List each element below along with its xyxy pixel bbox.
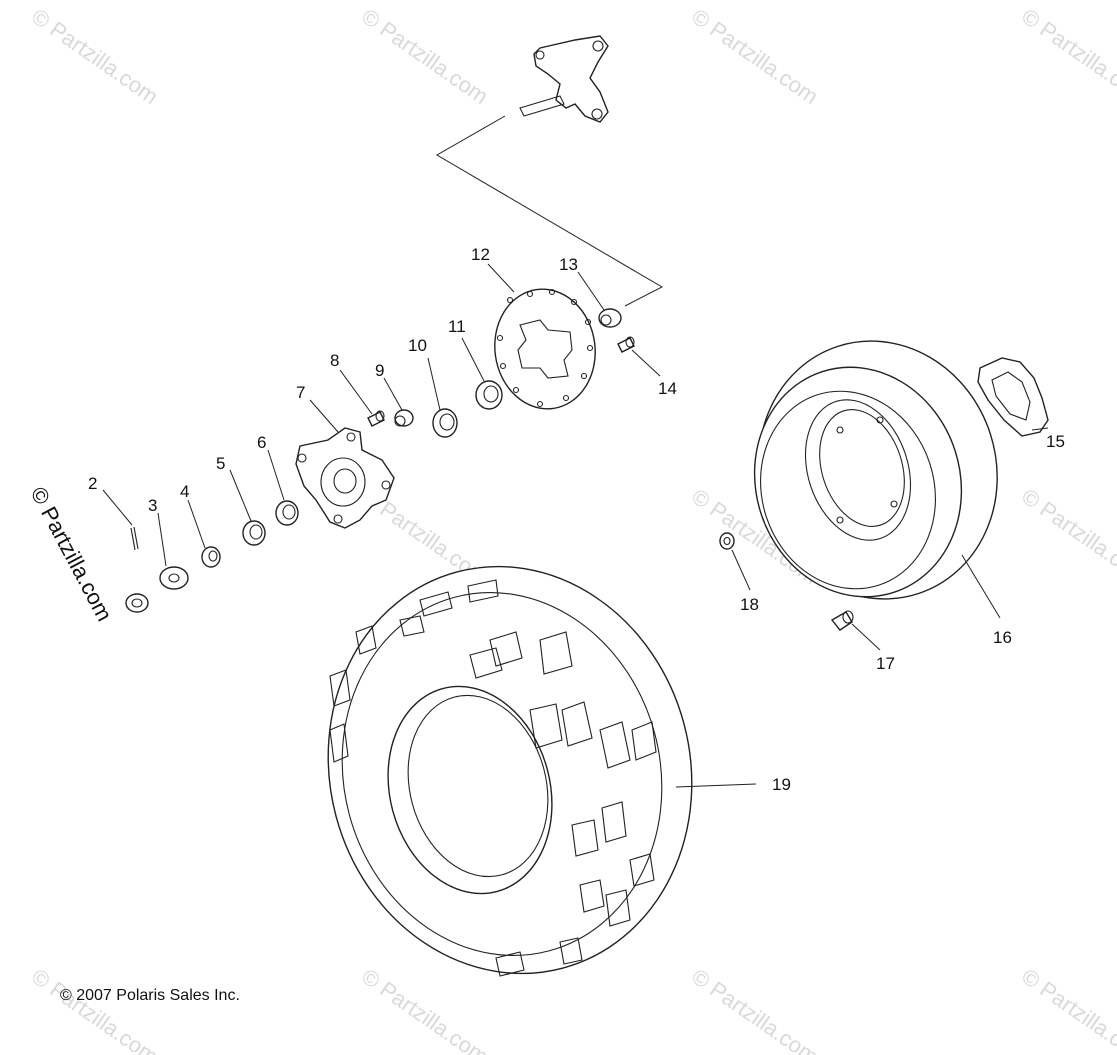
watermark-3: © Partzilla.com: [687, 4, 823, 110]
callout-18: 18: [740, 595, 759, 614]
callout-15: 15: [1046, 432, 1065, 451]
callout-17: 17: [876, 654, 895, 673]
watermark-9: © Partzilla.com: [357, 964, 493, 1055]
part-10-bearing: [432, 408, 458, 438]
callout-10: 10: [408, 336, 427, 355]
part-6-seal: [275, 500, 299, 526]
callout-8: 8: [330, 351, 339, 370]
callout-labels: 2 3 4 5 6 7 8 9 10 11 12 13 14 15 16 17 …: [88, 245, 1065, 794]
part-13-spacer: [598, 308, 622, 328]
part-9-spacer: [394, 409, 414, 427]
watermark-11: © Partzilla.com: [1017, 964, 1117, 1055]
callout-9: 9: [375, 361, 384, 380]
part-11-seal: [475, 380, 503, 410]
callout-7: 7: [296, 383, 305, 402]
copyright-text: © 2007 Polaris Sales Inc.: [60, 987, 240, 1004]
part-7-hub: [295, 427, 395, 529]
part-14-bolt: [617, 336, 635, 353]
watermark-7: © Partzilla.com: [1017, 484, 1117, 590]
callout-13: 13: [559, 255, 578, 274]
part-8-stud: [367, 410, 385, 427]
knuckle-leader: [436, 115, 664, 307]
part-castle-nut: [125, 593, 149, 613]
callout-5: 5: [216, 454, 225, 473]
watermark-4: © Partzilla.com: [1017, 4, 1117, 110]
part-12-brake-disc: [494, 288, 596, 410]
callout-14: 14: [658, 379, 677, 398]
part-2-cotter-pin: [130, 526, 139, 551]
part-4-spacer: [201, 546, 221, 568]
part-17-lug-nut: [830, 610, 854, 631]
part-16-rim: [753, 340, 998, 600]
watermark-8: © Partzilla.com: [27, 964, 163, 1055]
part-19-tire: [327, 565, 693, 977]
watermark-2: © Partzilla.com: [357, 4, 493, 110]
watermark-10: © Partzilla.com: [687, 964, 823, 1055]
part-15-plate: [977, 357, 1049, 437]
callout-11: 11: [448, 317, 466, 336]
watermark-1: © Partzilla.com: [27, 4, 163, 110]
steering-knuckle: [519, 35, 609, 123]
callout-3: 3: [148, 496, 157, 515]
callout-19: 19: [772, 775, 791, 794]
callout-16: 16: [993, 628, 1012, 647]
leader-lines: [102, 263, 1049, 788]
part-18-valve: [719, 532, 735, 550]
callout-12: 12: [471, 245, 490, 264]
part-3-washer: [159, 566, 189, 590]
part-5-bearing: [242, 520, 266, 546]
callout-4: 4: [180, 482, 189, 501]
callout-2: 2: [88, 474, 97, 493]
side-watermark: © Partzilla.com: [26, 483, 118, 626]
callout-6: 6: [257, 433, 266, 452]
